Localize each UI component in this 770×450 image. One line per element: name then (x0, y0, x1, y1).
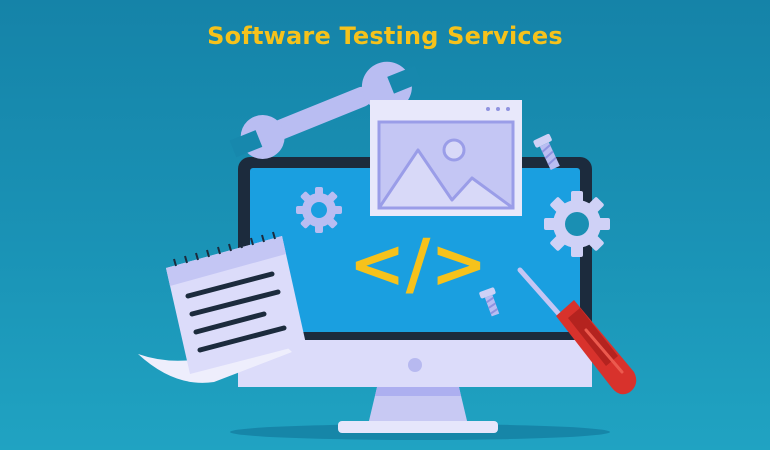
bolt-icon-small (479, 287, 500, 317)
screwdriver-icon (517, 267, 637, 395)
bolt-icon (533, 133, 560, 171)
wrench-icon (229, 61, 422, 159)
power-button (408, 358, 422, 372)
monitor-stand (338, 383, 498, 433)
notepad-icon (138, 231, 306, 383)
gear-icon-large (544, 191, 610, 257)
gear-icon (296, 187, 342, 233)
code-symbol: </> (349, 225, 488, 304)
page-title: Software Testing Services (207, 22, 563, 50)
image-window-icon (370, 100, 522, 216)
